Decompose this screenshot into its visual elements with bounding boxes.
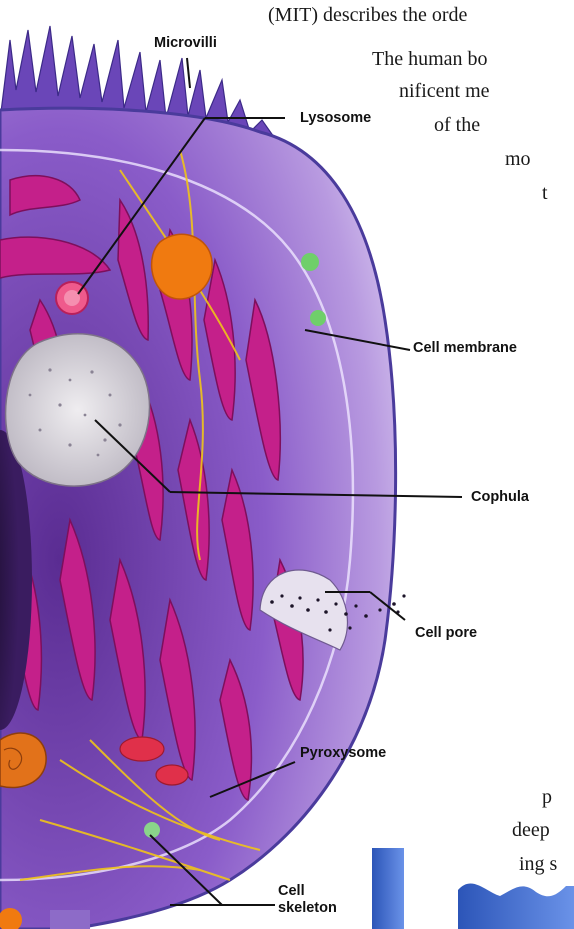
label-pyroxysome: Pyroxysome <box>300 745 386 762</box>
text-fragment: p <box>542 785 552 809</box>
green-vesicle <box>301 253 319 271</box>
text-fragment: of the <box>434 113 480 137</box>
lysosome-core <box>64 290 80 306</box>
red-organelle <box>120 737 164 761</box>
blue-block-small <box>50 910 90 929</box>
label-lysosome: Lysosome <box>300 110 371 127</box>
text-fragment: deep <box>512 818 550 842</box>
label-cell-skeleton: Cell skeleton <box>278 883 337 917</box>
blue-shape <box>458 883 574 929</box>
text-fragment: (MIT) describes the orde <box>268 3 467 27</box>
text-fragment: The human bo <box>372 47 488 71</box>
blue-block <box>372 848 404 929</box>
label-cophula: Cophula <box>471 489 529 506</box>
text-fragment: ing s <box>519 852 557 876</box>
label-cell-pore: Cell pore <box>415 625 477 642</box>
orange-organelle <box>152 234 213 299</box>
red-organelle <box>156 765 188 785</box>
label-microvilli: Microvilli <box>154 35 217 52</box>
text-fragment: nificent me <box>399 79 490 103</box>
label-cell-membrane: Cell membrane <box>413 340 517 357</box>
text-fragment: t <box>542 181 548 205</box>
green-vesicle <box>310 310 326 326</box>
nucleus <box>6 334 150 486</box>
text-fragment: mo <box>505 147 531 171</box>
